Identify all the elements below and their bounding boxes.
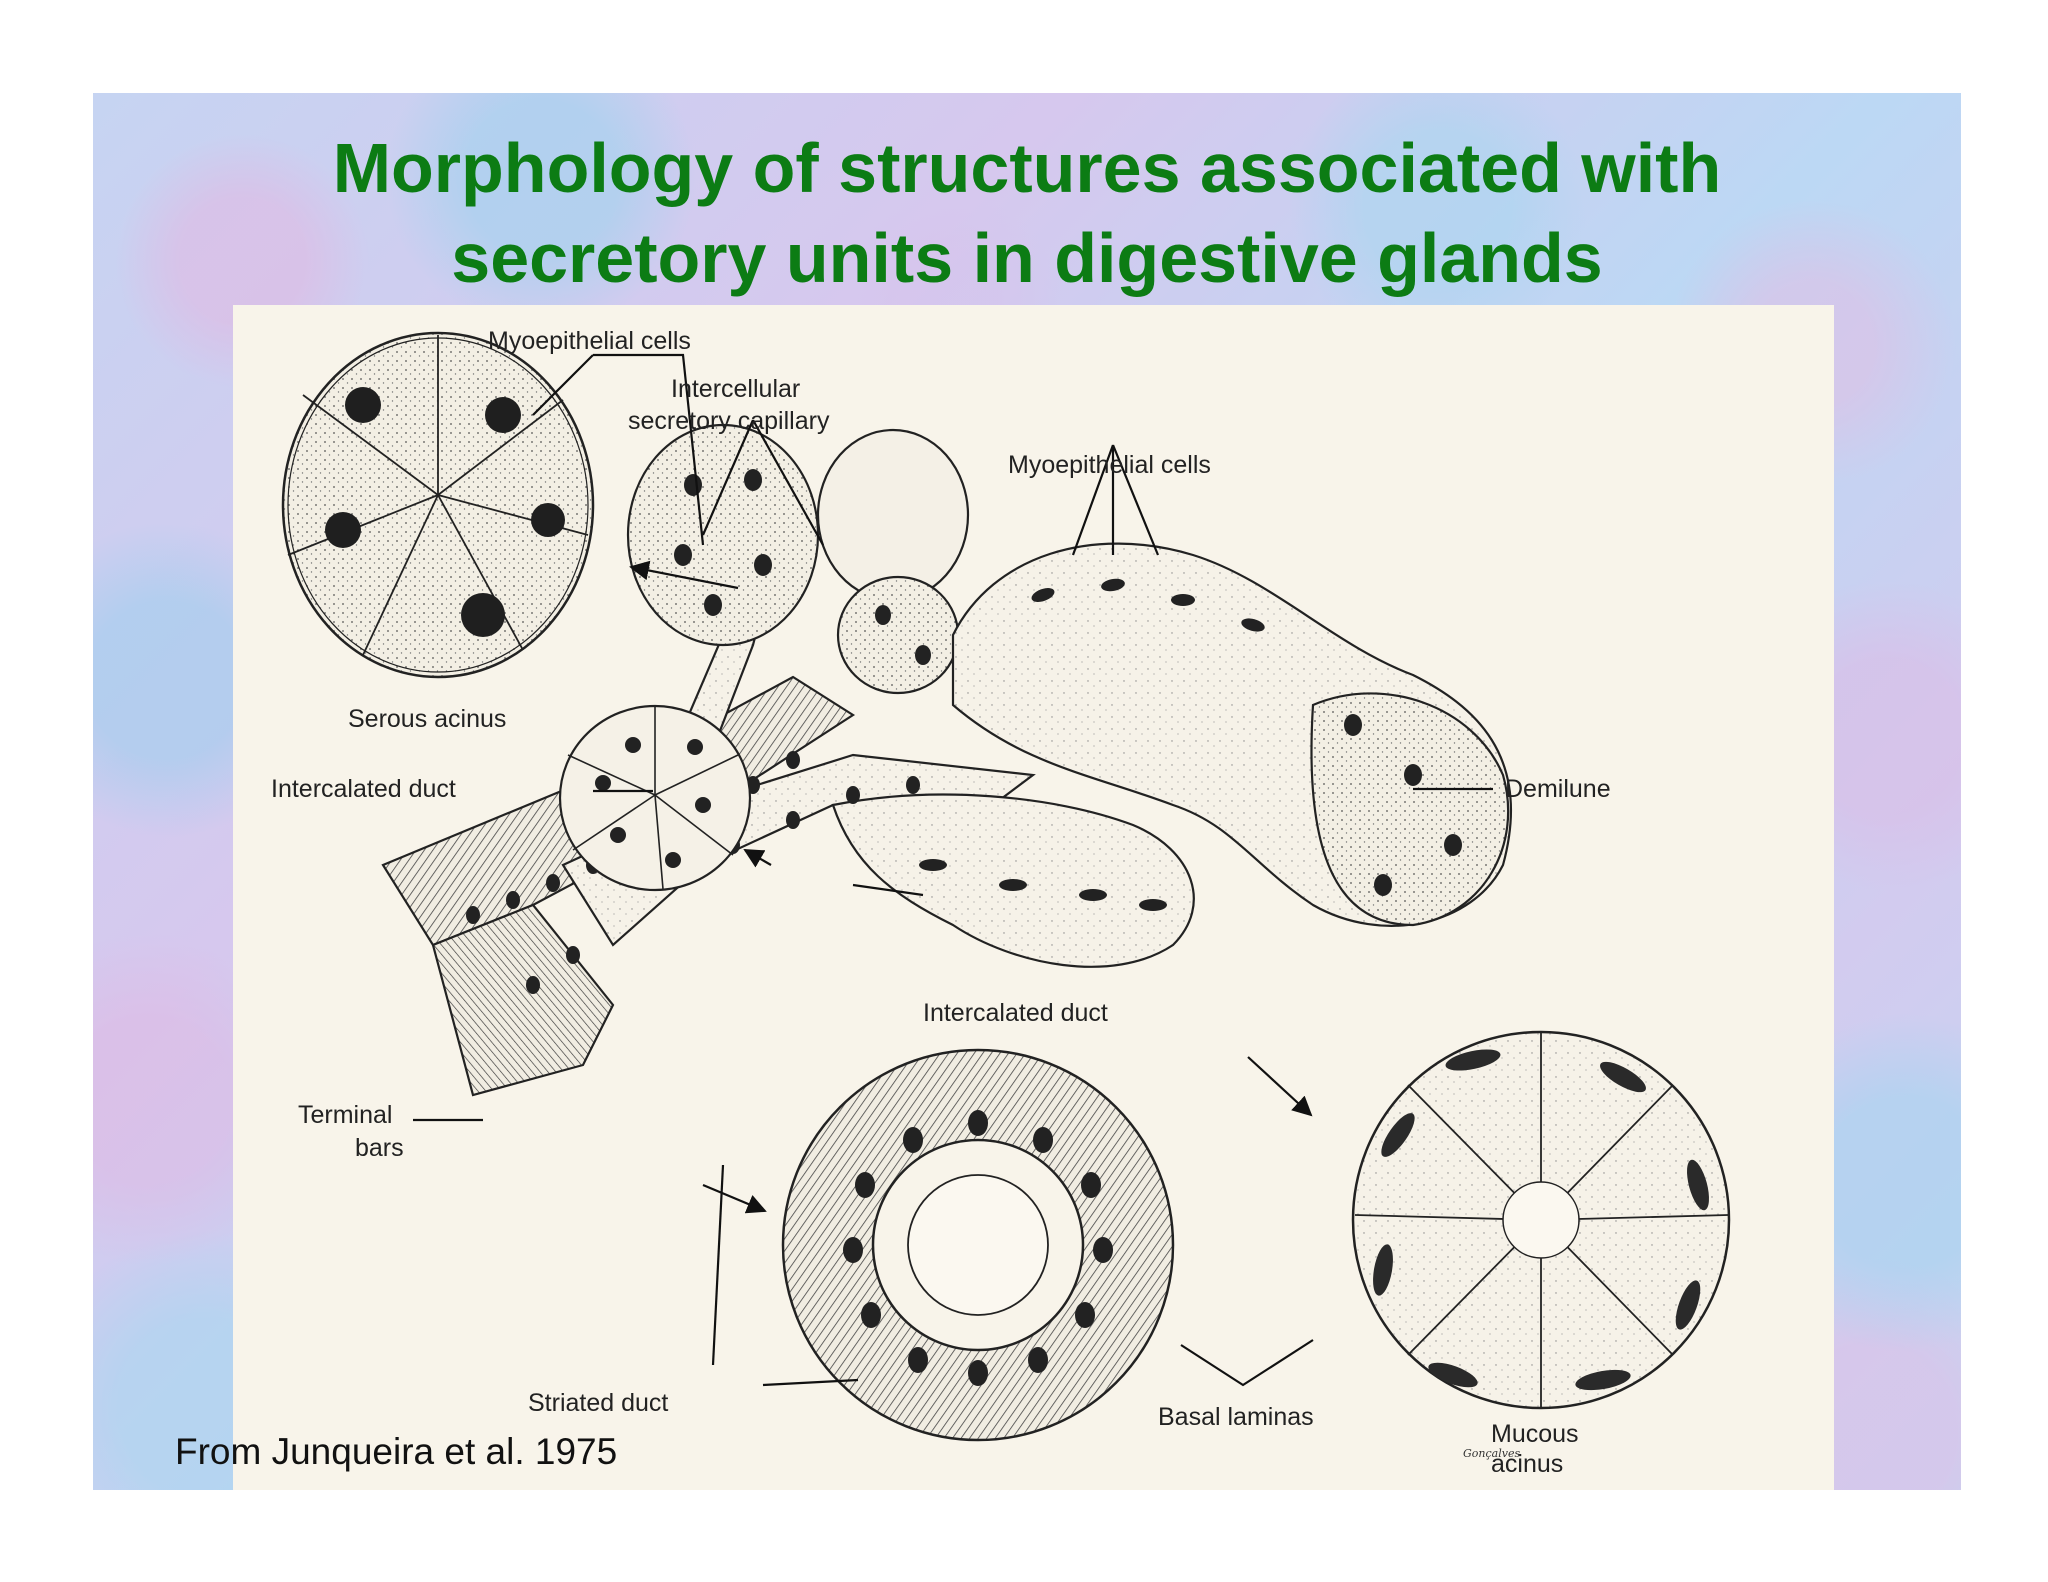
label-terminal-bars-line-2: bars	[355, 1134, 404, 1162]
label-demilune: Demilune	[1505, 775, 1611, 803]
label-mucous-acinus-line-2: acinus	[1491, 1450, 1563, 1478]
label-intercalated-duct-left: Intercalated duct	[271, 775, 456, 803]
gland-illustration: Myoepithelial cells Intercellular secret…	[233, 305, 1834, 1490]
label-serous-acinus: Serous acinus	[348, 705, 506, 733]
gland-drawing: Myoepithelial cells Intercellular secret…	[271, 327, 1731, 1478]
label-intercellular-line-2: secretory capillary	[628, 407, 830, 435]
artist-signature: Gonçalves	[1463, 1447, 1520, 1460]
label-striated-duct: Striated duct	[528, 1389, 668, 1417]
leader-lines	[413, 353, 1493, 1387]
label-myoepithelial-cells-left: Myoepithelial cells	[488, 327, 691, 355]
label-myoepithelial-cells-right: Myoepithelial cells	[1008, 451, 1211, 479]
label-intercellular-line-1: Intercellular	[671, 375, 800, 403]
slide-title-line-1: Morphology of structures associated with	[332, 129, 1722, 207]
striated-duct-section	[781, 1048, 1175, 1442]
label-terminal-bars-line-1: Terminal	[298, 1101, 392, 1129]
label-basal-laminas: Basal laminas	[1158, 1403, 1314, 1431]
slide-title: Morphology of structures associated with…	[93, 123, 1961, 303]
serous-acinus-section	[281, 331, 595, 679]
label-mucous-acinus-line-1: Mucous	[1491, 1420, 1579, 1448]
diagram-labels: Myoepithelial cells Intercellular secret…	[271, 327, 1611, 1478]
source-credit: From Junqueira et al. 1975	[175, 1431, 618, 1472]
slide-title-line-2: secretory units in digestive glands	[451, 219, 1603, 297]
label-intercalated-duct-center: Intercalated duct	[923, 999, 1108, 1027]
slide: Morphology of structures associated with…	[93, 93, 1961, 1490]
mucous-acinus-section	[1351, 1030, 1731, 1410]
intercalated-duct-section	[558, 704, 752, 892]
